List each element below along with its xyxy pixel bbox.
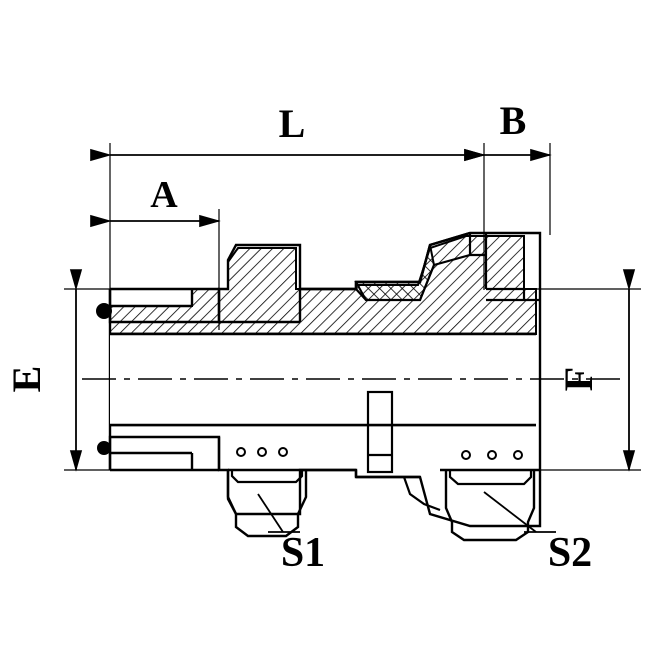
flare-seat-detail-upper xyxy=(354,231,540,302)
lower-body-hatch xyxy=(110,423,536,427)
leader-line-s1 xyxy=(257,493,300,533)
leader-line-s2 xyxy=(483,491,556,533)
dimension-label-S2: S2 xyxy=(548,530,592,576)
o-ring-seals xyxy=(96,303,112,455)
lower-external-view xyxy=(110,390,540,542)
dimension-label-L: L xyxy=(279,101,306,146)
dimension-label-B: B xyxy=(500,98,527,143)
dimension-label-F: F xyxy=(556,367,601,391)
dimension-label-A: A xyxy=(150,174,178,216)
dimension-label-E: E xyxy=(4,366,49,393)
upper-section-hatch xyxy=(109,235,537,336)
dimension-label-S1: S1 xyxy=(281,530,325,576)
lower-section-hatch xyxy=(110,425,536,523)
hex-shoulder-step-upper xyxy=(228,287,356,324)
